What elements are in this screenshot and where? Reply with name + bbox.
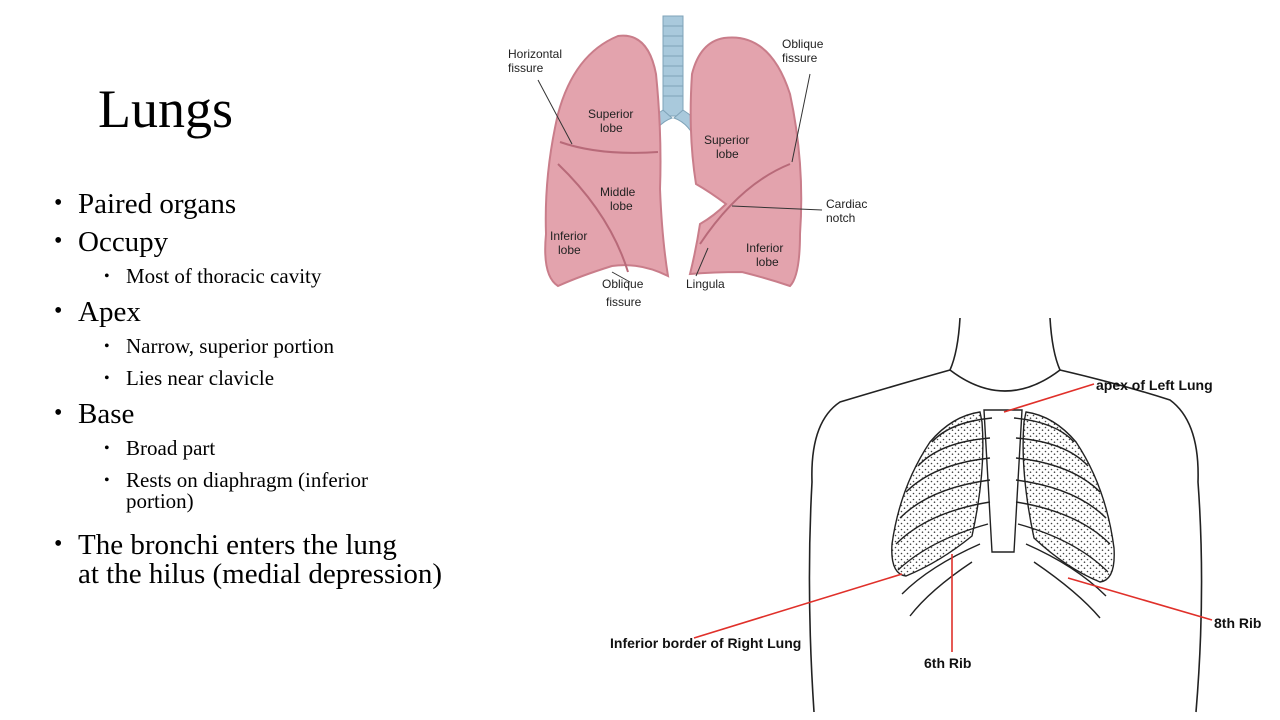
left-oblique-fissure-line — [699, 163, 791, 245]
sub-bullet-narrow-superior: Narrow, superior portion — [52, 336, 522, 358]
label-right-superior-lobe-1: Superior — [588, 107, 633, 121]
label-left-superior-lobe-1: Superior — [704, 133, 749, 147]
sub-bullet-rests-on-diaphragm: Rests on diaphragm (inferior portion) — [52, 470, 522, 512]
label-right-superior-lobe-2: lobe — [600, 121, 623, 135]
sub-bullet-diaphragm-line1: Rests on diaphragm (inferior — [126, 468, 369, 492]
bullet-paired-organs: Paired organs — [52, 189, 522, 219]
left-lung-illustration — [688, 36, 803, 288]
ribcage — [895, 409, 1111, 619]
callout-lines — [693, 383, 1213, 652]
label-inferior-border-right-lung: Inferior border of Right Lung — [610, 635, 801, 651]
label-oblique-fissure-bottom-2: fissure — [606, 295, 642, 309]
sub-bullet-broad-part: Broad part — [52, 438, 522, 460]
bullet-apex: Apex — [52, 297, 522, 327]
label-left-inferior-lobe-1: Inferior — [746, 241, 783, 255]
label-lingula: Lingula — [686, 277, 725, 291]
label-right-inferior-lobe-1: Inferior — [550, 229, 587, 243]
label-oblique-fissure-bottom-1: Oblique — [602, 277, 644, 291]
bullet-bronchi-line1: The bronchi enters the lung — [78, 529, 397, 561]
label-middle-lobe-2: lobe — [610, 199, 633, 213]
label-8th-rib: 8th Rib — [1214, 615, 1261, 631]
sub-bullet-near-clavicle: Lies near clavicle — [52, 368, 522, 390]
lung-callout-lines — [537, 73, 823, 283]
right-oblique-fissure-line — [557, 163, 629, 273]
label-right-inferior-lobe-2: lobe — [558, 243, 581, 257]
bullet-occupy: Occupy — [52, 227, 522, 257]
label-6th-rib: 6th Rib — [924, 655, 971, 671]
slide-title: Lungs — [98, 79, 233, 139]
torso-outline — [808, 317, 1203, 713]
label-left-superior-lobe-2: lobe — [716, 147, 739, 161]
bullet-list: Paired organs Occupy Most of thoracic ca… — [52, 189, 522, 598]
label-middle-lobe-1: Middle — [600, 185, 636, 199]
left-lung-stippled — [1022, 411, 1115, 583]
label-cardiac-notch-1: Cardiac — [826, 197, 867, 211]
label-oblique-fissure-top-1: Oblique — [782, 37, 824, 51]
right-lung-illustration — [544, 34, 670, 288]
bullet-bronchi-hilus: The bronchi enters the lung at the hilus… — [52, 529, 522, 590]
bullet-bronchi-line2: at the hilus (medial depression) — [78, 558, 443, 590]
label-apex-left-lung: apex of Left Lung — [1096, 377, 1213, 393]
sub-bullet-diaphragm-line2: portion) — [126, 489, 194, 513]
sub-bullet-thoracic-cavity: Most of thoracic cavity — [52, 266, 522, 288]
horizontal-fissure-line — [559, 141, 659, 154]
lung-lobes-diagram: Horizontal fissure Oblique fissure Super… — [508, 15, 867, 309]
bullet-base: Base — [52, 399, 522, 429]
label-left-inferior-lobe-2: lobe — [756, 255, 779, 269]
label-horizontal-fissure-2: fissure — [508, 61, 544, 75]
label-horizontal-fissure-1: Horizontal — [508, 47, 562, 61]
chest-ribcage-diagram: apex of Left Lung Inferior border of Rig… — [610, 317, 1261, 713]
label-oblique-fissure-top-2: fissure — [782, 51, 818, 65]
label-cardiac-notch-2: notch — [826, 211, 855, 225]
